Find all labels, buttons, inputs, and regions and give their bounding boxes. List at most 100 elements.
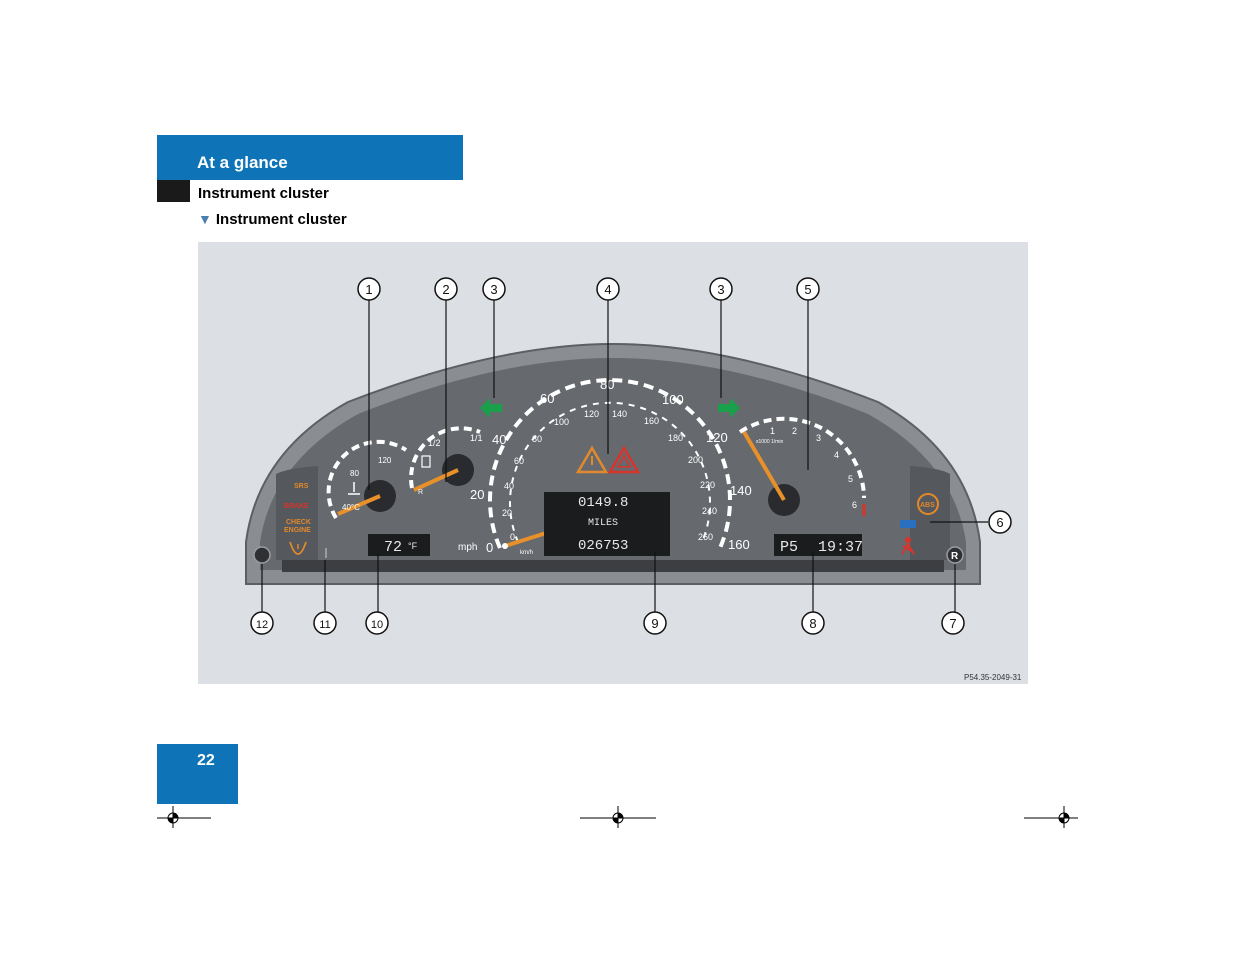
mph-tick-120: 120: [706, 430, 728, 445]
speedometer: 0 20 40 60 80 100 120 140 160 0 20 40 60…: [458, 377, 752, 556]
subsection-label: Instrument cluster: [215, 211, 347, 228]
fuel-pump-icon: [421, 455, 431, 468]
kmh-tick-260: 260: [698, 532, 713, 542]
tire-pressure-icon: [289, 541, 307, 555]
svg-text:7: 7: [949, 616, 956, 631]
svg-text:3: 3: [490, 282, 497, 297]
svg-text:10: 10: [371, 619, 383, 631]
callout-1: 1: [357, 277, 381, 301]
reset-button: R: [946, 546, 964, 564]
dimmer-knob: [253, 546, 271, 564]
center-display: [544, 492, 670, 556]
callout-3-left: 3: [482, 277, 506, 301]
chapter-header: At a glance: [157, 135, 463, 180]
callout-2: 2: [434, 277, 458, 301]
chapter-title: At a glance: [197, 153, 288, 172]
warning-triangle-icon: [575, 445, 609, 474]
figure-code: P54.35-2049-31: [964, 673, 1022, 682]
page-number: 22: [197, 752, 215, 769]
mph-tick-100: 100: [662, 392, 684, 407]
turn-right-arrow-icon: [718, 398, 740, 418]
distance-unit: MILES: [588, 518, 618, 529]
svg-text:3: 3: [717, 282, 724, 297]
mph-unit-label: mph: [458, 542, 477, 553]
svg-text:ABS: ABS: [920, 502, 935, 509]
mph-tick-80: 80: [600, 377, 614, 392]
hazard-warning-icon: [607, 445, 641, 474]
coolant-tick-120: 120: [378, 456, 392, 465]
svg-text:4: 4: [604, 282, 611, 297]
svg-text:11: 11: [319, 619, 330, 631]
outside-temp-display: [368, 534, 430, 556]
kmh-tick-80: 80: [532, 434, 542, 444]
coolant-temp-icon: [348, 482, 360, 495]
callout-4: 4: [596, 277, 620, 301]
kmh-tick-180: 180: [668, 433, 683, 443]
kmh-tick-0: 0: [510, 532, 515, 542]
coolant-tick-40: 40°C: [342, 503, 360, 512]
coolant-tick-80: 80: [350, 469, 359, 478]
callout-5: 5: [796, 277, 820, 301]
left-warning-panel: [276, 466, 318, 560]
svg-text:6: 6: [996, 515, 1003, 530]
kmh-tick-160: 160: [644, 416, 659, 426]
outside-temp-value: 72: [384, 539, 402, 556]
kmh-unit-label: km/h: [520, 550, 533, 556]
svg-text:R: R: [951, 551, 959, 562]
kmh-tick-200: 200: [688, 455, 703, 465]
tach-unit: x1000 1/min: [756, 439, 783, 445]
section-title: Instrument cluster: [198, 185, 329, 202]
section-marker: [157, 180, 190, 202]
fuel-tick-full: 1/1: [470, 433, 483, 443]
kmh-tick-100: 100: [554, 417, 569, 427]
gear-indicator: P5: [780, 539, 798, 556]
kmh-tick-140: 140: [612, 409, 627, 419]
triangle-down-icon: ▼: [198, 211, 212, 227]
callout-3-right: 3: [709, 277, 733, 301]
mph-tick-160: 160: [728, 537, 750, 552]
check-engine-label-2: ENGINE: [284, 527, 311, 534]
svg-text:2: 2: [442, 282, 449, 297]
kmh-tick-120: 120: [584, 409, 599, 419]
tach-tick-2: 2: [792, 426, 797, 436]
gear-clock-display: [774, 534, 862, 556]
callout-10: 10: [365, 611, 389, 635]
callout-8: 8: [801, 611, 825, 635]
outside-temp-unit: °F: [408, 541, 418, 551]
fuel-tick-half: 1/2: [428, 438, 441, 448]
kmh-tick-220: 220: [700, 480, 715, 490]
kmh-tick-60: 60: [514, 456, 524, 466]
callout-11: 11: [313, 611, 337, 635]
svg-text:12: 12: [256, 619, 268, 631]
callout-7: 7: [941, 611, 965, 635]
instrument-cluster-figure: 120 80 40°C 1/2 1/1 R 0 20 40 60 80 100 …: [198, 242, 1028, 684]
check-engine-label-1: CHECK: [286, 519, 311, 526]
turn-left-arrow-icon: [480, 398, 502, 418]
tachometer: 1 2 3 4 5 6 x1000 1/min: [738, 416, 866, 516]
callout-9: 9: [643, 611, 667, 635]
mph-tick-40: 40: [492, 432, 506, 447]
dash-face: [260, 358, 966, 570]
kmh-tick-240: 240: [702, 506, 717, 516]
mph-tick-60: 60: [540, 391, 554, 406]
tach-tick-5: 5: [848, 474, 853, 484]
mph-tick-140: 140: [730, 483, 752, 498]
seatbelt-icon: [901, 537, 915, 555]
tach-tick-6: 6: [852, 500, 857, 510]
fuel-tick-reserve: R: [418, 489, 423, 496]
brake-warning-label: BRAKE: [284, 503, 309, 510]
crop-mark-left: [157, 806, 211, 828]
svg-text:8: 8: [809, 616, 816, 631]
page-number-box: 22: [157, 744, 238, 804]
mph-tick-0: 0: [486, 540, 493, 555]
tach-tick-4: 4: [834, 450, 839, 460]
callout-6: 6: [988, 510, 1012, 534]
kmh-tick-20: 20: [502, 508, 512, 518]
subsection-title: ▼Instrument cluster: [198, 211, 347, 228]
srs-warning-label: SRS: [294, 483, 309, 490]
dash-bottom-bar: [282, 560, 944, 572]
total-odometer: 026753: [578, 538, 628, 554]
mph-tick-20: 20: [470, 487, 484, 502]
svg-text:9: 9: [651, 616, 658, 631]
coolant-gauge: 120 80 40°C: [326, 439, 408, 520]
